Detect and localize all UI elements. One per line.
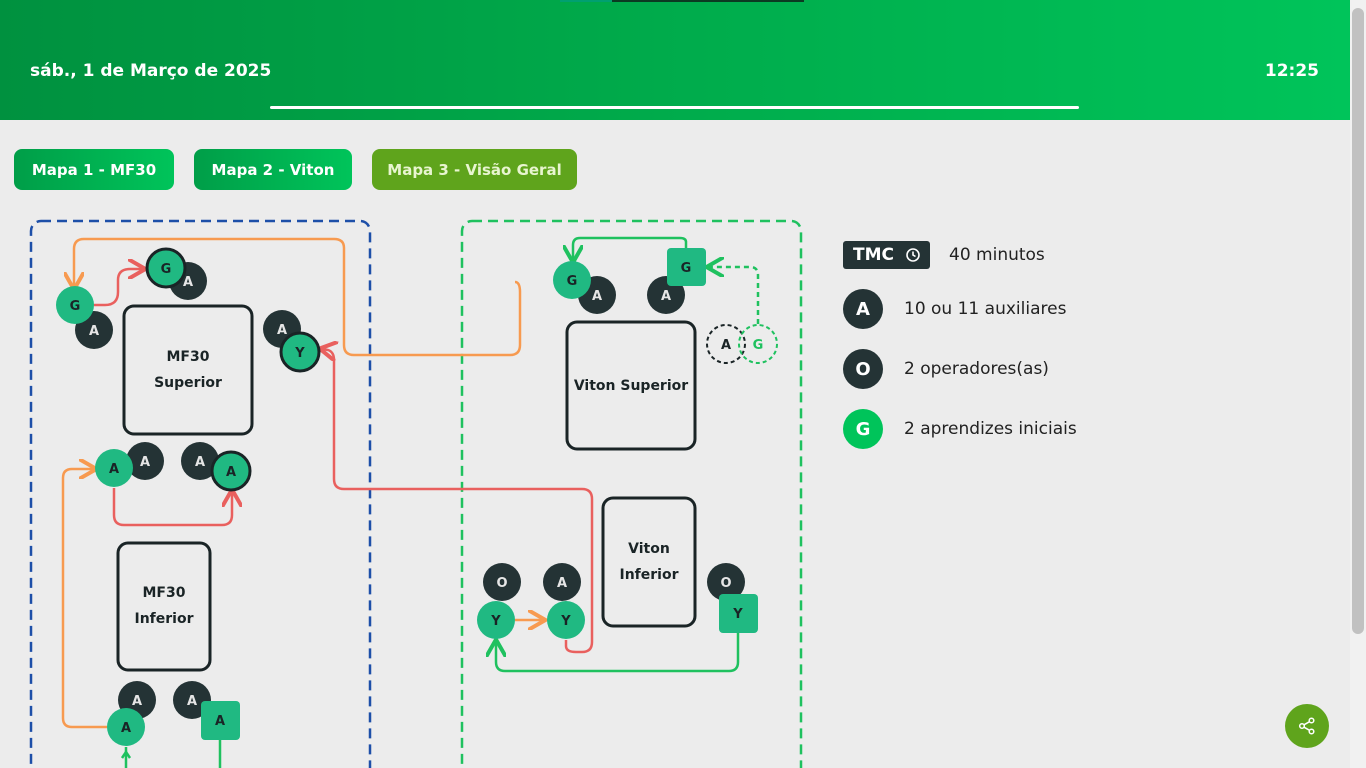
progress-bar	[270, 106, 1079, 109]
svg-text:Y: Y	[490, 614, 501, 629]
svg-text:A: A	[277, 323, 287, 338]
node-y: Y	[279, 331, 321, 373]
node-auxiliar-green: A	[95, 449, 133, 487]
flow-line-orange	[61, 469, 107, 729]
svg-text:G: G	[567, 274, 578, 289]
machine-label-line2: Superior	[154, 375, 222, 391]
machine-viton-superior: Viton Superior	[565, 320, 697, 451]
node-y: Y	[477, 601, 515, 639]
svg-text:A: A	[592, 289, 602, 304]
legend-text: 10 ou 11 auxiliares	[904, 299, 1067, 319]
node-aprendiz-dashed: G	[738, 324, 778, 364]
node-auxiliar: A	[543, 563, 581, 601]
svg-text:O: O	[720, 576, 731, 591]
node-auxiliar-green: A	[210, 450, 252, 492]
svg-text:A: A	[721, 338, 731, 353]
flow-arrow-head	[120, 751, 132, 759]
tmc-badge: TMC	[843, 241, 930, 269]
machine-label-line2: Inferior	[135, 611, 194, 627]
svg-text:A: A	[661, 289, 671, 304]
node-auxiliar-green: A	[107, 708, 145, 746]
svg-text:A: A	[215, 714, 225, 729]
node-aprendiz: G	[145, 247, 187, 289]
clock-icon	[906, 248, 920, 262]
legend-item-operadores: O 2 operadores(as)	[843, 349, 1049, 389]
svg-text:A: A	[109, 462, 119, 477]
machine-viton-inferior: Viton Inferior	[601, 496, 697, 628]
tmc-value: 40 minutos	[949, 245, 1045, 265]
layout-map: MF30 Superior MF30 Inferior Viton Superi…	[29, 219, 803, 768]
svg-text:G: G	[161, 262, 172, 277]
svg-text:A: A	[132, 694, 142, 709]
node-y-square: Y	[719, 594, 758, 633]
legend-text: 2 aprendizes iniciais	[904, 419, 1077, 439]
legend-item-aprendizes: G 2 aprendizes iniciais	[843, 409, 1077, 449]
machine-mf30-superior: MF30 Superior	[122, 304, 254, 436]
node-auxiliar-dashed: A	[706, 324, 746, 364]
svg-text:A: A	[226, 465, 236, 480]
tab-mapa-2-viton[interactable]: Mapa 2 - Viton	[194, 149, 352, 190]
legend-badge: G	[843, 409, 883, 449]
svg-text:Y: Y	[732, 607, 743, 622]
svg-text:G: G	[70, 299, 81, 314]
legend-badge: A	[843, 289, 883, 329]
svg-text:O: O	[496, 576, 507, 591]
machine-label: Viton Superior	[574, 378, 688, 394]
flow-line-orange	[74, 237, 522, 357]
node-auxiliar: A	[181, 442, 219, 480]
tab-mapa-1-mf30[interactable]: Mapa 1 - MF30	[14, 149, 174, 190]
header-top-accent	[560, 0, 612, 2]
share-button[interactable]	[1285, 704, 1329, 748]
svg-text:A: A	[183, 275, 193, 290]
share-icon	[1298, 717, 1315, 735]
header-date: sáb., 1 de Março de 2025	[30, 61, 272, 81]
node-auxiliar-square: A	[201, 701, 240, 740]
flow-line-red	[94, 269, 143, 307]
svg-text:A: A	[187, 694, 197, 709]
header: sáb., 1 de Março de 2025 12:25	[0, 0, 1350, 120]
legend-badge: O	[843, 349, 883, 389]
node-aprendiz-square: G	[667, 248, 706, 286]
node-aprendiz: G	[56, 286, 94, 324]
zone-viton	[460, 219, 803, 768]
flow-line-green-dashed	[709, 267, 760, 324]
zone-mf30	[29, 219, 372, 768]
flow-line-green	[496, 632, 740, 673]
header-time: 12:25	[1264, 61, 1319, 81]
svg-text:A: A	[89, 324, 99, 339]
flow-line-red	[322, 349, 594, 654]
svg-text:A: A	[195, 455, 205, 470]
tmc-label: TMC	[853, 245, 894, 265]
svg-text:G: G	[753, 338, 764, 353]
node-operador: O	[707, 563, 745, 601]
tab-mapa-3-visao-geral[interactable]: Mapa 3 - Visão Geral	[372, 149, 577, 190]
node-operador: O	[483, 563, 521, 601]
svg-text:A: A	[121, 721, 131, 736]
machine-mf30-inferior: MF30 Inferior	[116, 541, 212, 672]
legend-text: 2 operadores(as)	[904, 359, 1049, 379]
machine-label-line1: MF30	[167, 349, 210, 365]
svg-text:A: A	[557, 576, 567, 591]
header-top-accent-dark	[612, 0, 804, 2]
legend-item-auxiliares: A 10 ou 11 auxiliares	[843, 289, 1066, 329]
node-aprendiz: G	[553, 261, 591, 299]
node-auxiliar: A	[126, 442, 164, 480]
svg-text:A: A	[140, 455, 150, 470]
svg-text:Y: Y	[560, 614, 571, 629]
flow-line-red	[112, 488, 232, 527]
machine-label-line1: MF30	[143, 585, 186, 601]
flow-line-green	[573, 236, 688, 260]
node-y: Y	[547, 601, 585, 639]
machine-label-line2: Inferior	[620, 567, 679, 583]
svg-text:Y: Y	[294, 346, 305, 361]
scrollbar-thumb[interactable]	[1352, 8, 1364, 634]
svg-text:G: G	[681, 261, 692, 276]
machine-label-line1: Viton	[628, 541, 670, 557]
